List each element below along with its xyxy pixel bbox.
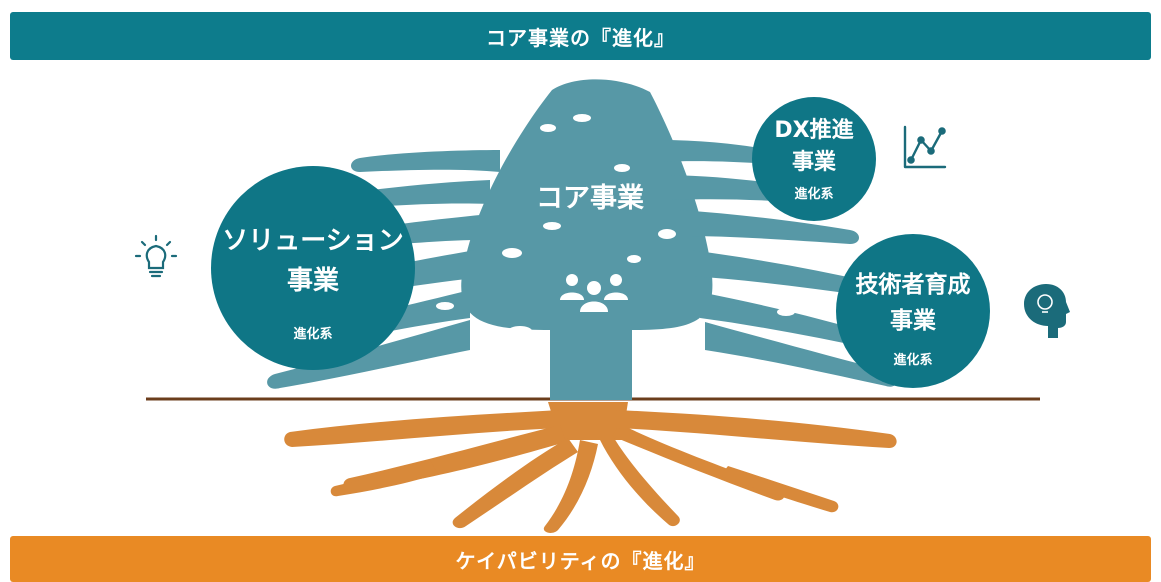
bottom-banner: ケイパビリティの『進化』 — [10, 536, 1151, 582]
line-chart-icon — [903, 125, 947, 169]
lightbulb-icon — [134, 234, 178, 278]
root-right-fork — [720, 466, 839, 513]
root-right-long — [616, 410, 897, 448]
solution-line2: 事業 — [286, 265, 339, 296]
roots — [284, 402, 897, 533]
root-trunk-base — [548, 402, 628, 440]
top-banner: コア事業の『進化』 — [10, 12, 1151, 60]
core-business-label: コア事業 — [536, 183, 644, 214]
solution-line1: ソリューション — [222, 225, 404, 256]
solution-tag: 進化系 — [293, 326, 333, 342]
dx-circle — [752, 97, 876, 221]
top-banner-title: コア事業の『進化』 — [486, 25, 675, 50]
branch-right-6 — [705, 322, 898, 387]
root-center-right — [600, 438, 680, 527]
engineer-line2: 事業 — [890, 307, 936, 334]
root-left-long — [284, 410, 560, 447]
bottom-banner-title: ケイパビリティの『進化』 — [455, 548, 706, 573]
branch-left-1 — [351, 150, 500, 172]
branch-right-1 — [660, 140, 779, 164]
dx-label: DX推進 事業 進化系 — [754, 106, 874, 210]
head-idea-icon — [1024, 284, 1070, 338]
branch-right-3 — [680, 210, 859, 244]
dx-line2: 事業 — [791, 149, 836, 175]
engineer-line1: 技術者育成 — [855, 271, 971, 298]
branch-left-6 — [267, 320, 470, 389]
dx-line1: DX推進 — [774, 117, 854, 143]
engineer-label: 技術者育成 事業 進化系 — [838, 250, 988, 384]
branch-right-4 — [690, 250, 879, 297]
root-left-low — [452, 438, 578, 529]
dx-tag: 進化系 — [794, 186, 834, 202]
root-center — [543, 440, 598, 533]
engineer-tag: 進化系 — [893, 352, 933, 368]
root-left-fork — [330, 460, 438, 497]
solution-circle — [211, 166, 415, 370]
tree-crown — [461, 79, 713, 330]
people-group-icon — [560, 274, 628, 312]
engineer-circle — [836, 234, 990, 388]
solution-label: ソリューション 事業 進化系 — [213, 196, 413, 366]
tree-spots — [436, 114, 795, 350]
